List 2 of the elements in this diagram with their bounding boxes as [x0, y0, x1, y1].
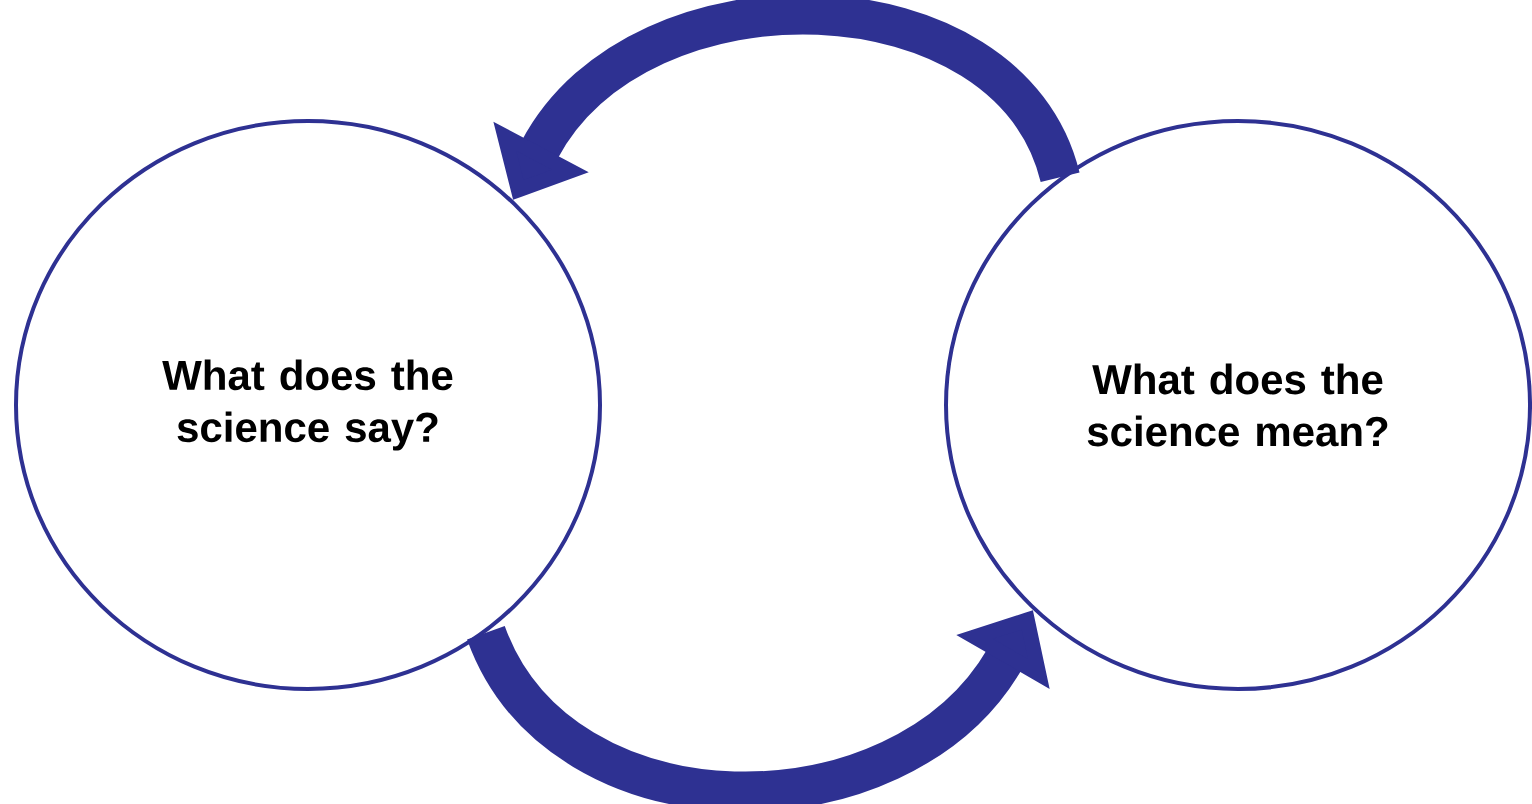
circle-node: What does the science mean? [944, 119, 1532, 691]
circle-node: What does the science say? [14, 119, 602, 691]
